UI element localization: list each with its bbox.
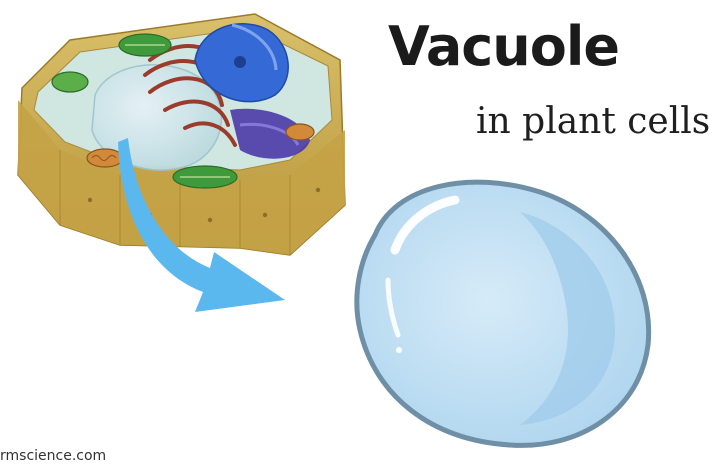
mitochondrion [285,123,315,141]
nucleus [194,23,289,103]
curved-arrow [118,138,285,312]
vacuole-bubble [354,179,652,448]
chloroplast [172,165,238,189]
mitochondrion [86,148,124,168]
page-title: Vacuole [388,15,620,78]
chloroplast [118,33,172,57]
chloroplast [51,71,89,93]
plant-cell-illustration [17,13,346,256]
page-subtitle: in plant cells [476,101,711,142]
watermark-text: rmscience.com [0,448,107,464]
golgi-apparatus [230,108,310,159]
